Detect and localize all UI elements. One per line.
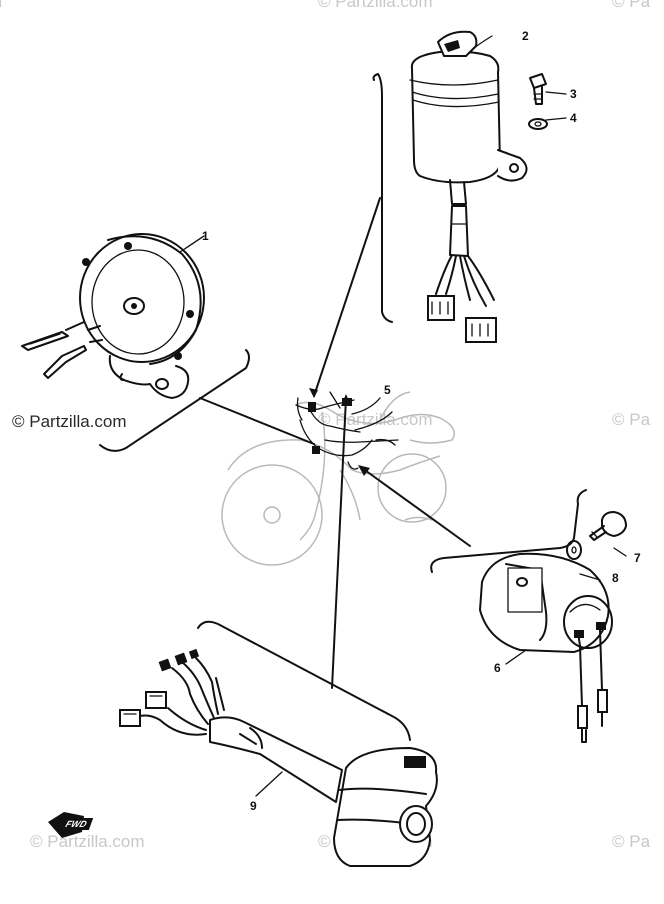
watermark-top-center: © Partzilla.com	[318, 0, 433, 11]
callout-1: 1	[202, 229, 209, 243]
callout-5: 5	[384, 383, 391, 397]
screw-7	[589, 511, 627, 541]
washer-4	[528, 118, 548, 130]
washer-8	[566, 540, 582, 560]
callout-9: 9	[250, 799, 257, 813]
callout-8: 8	[612, 571, 619, 585]
main-switch-assembly	[309, 30, 528, 398]
watermark-main: © Partzilla.com	[12, 412, 127, 431]
forward-direction-label: FWD	[55, 818, 93, 830]
watermark-middle-right: © Pa	[612, 410, 651, 429]
watermark-top-left: com	[0, 0, 2, 12]
horn-assembly	[21, 233, 315, 452]
callout-2: 2	[522, 29, 529, 43]
watermark-bottom-left: © Partzilla.com	[30, 832, 145, 851]
callout-3: 3	[570, 87, 577, 101]
motorcycle-harness-detail	[295, 391, 399, 470]
watermark-bottom-right: © Pa	[612, 832, 651, 851]
bolt-3	[529, 73, 547, 105]
handlebar-switch-assembly	[119, 394, 438, 867]
watermark-top-right: © Pa	[612, 0, 651, 11]
callout-4: 4	[570, 111, 577, 125]
callout-leaders	[179, 35, 627, 797]
flasher-relay-assembly	[358, 465, 613, 743]
watermark-middle-center: © Partzilla.com	[318, 410, 433, 429]
motorcycle-outline	[221, 391, 455, 566]
callout-6: 6	[494, 661, 501, 675]
callout-7: 7	[634, 551, 641, 565]
